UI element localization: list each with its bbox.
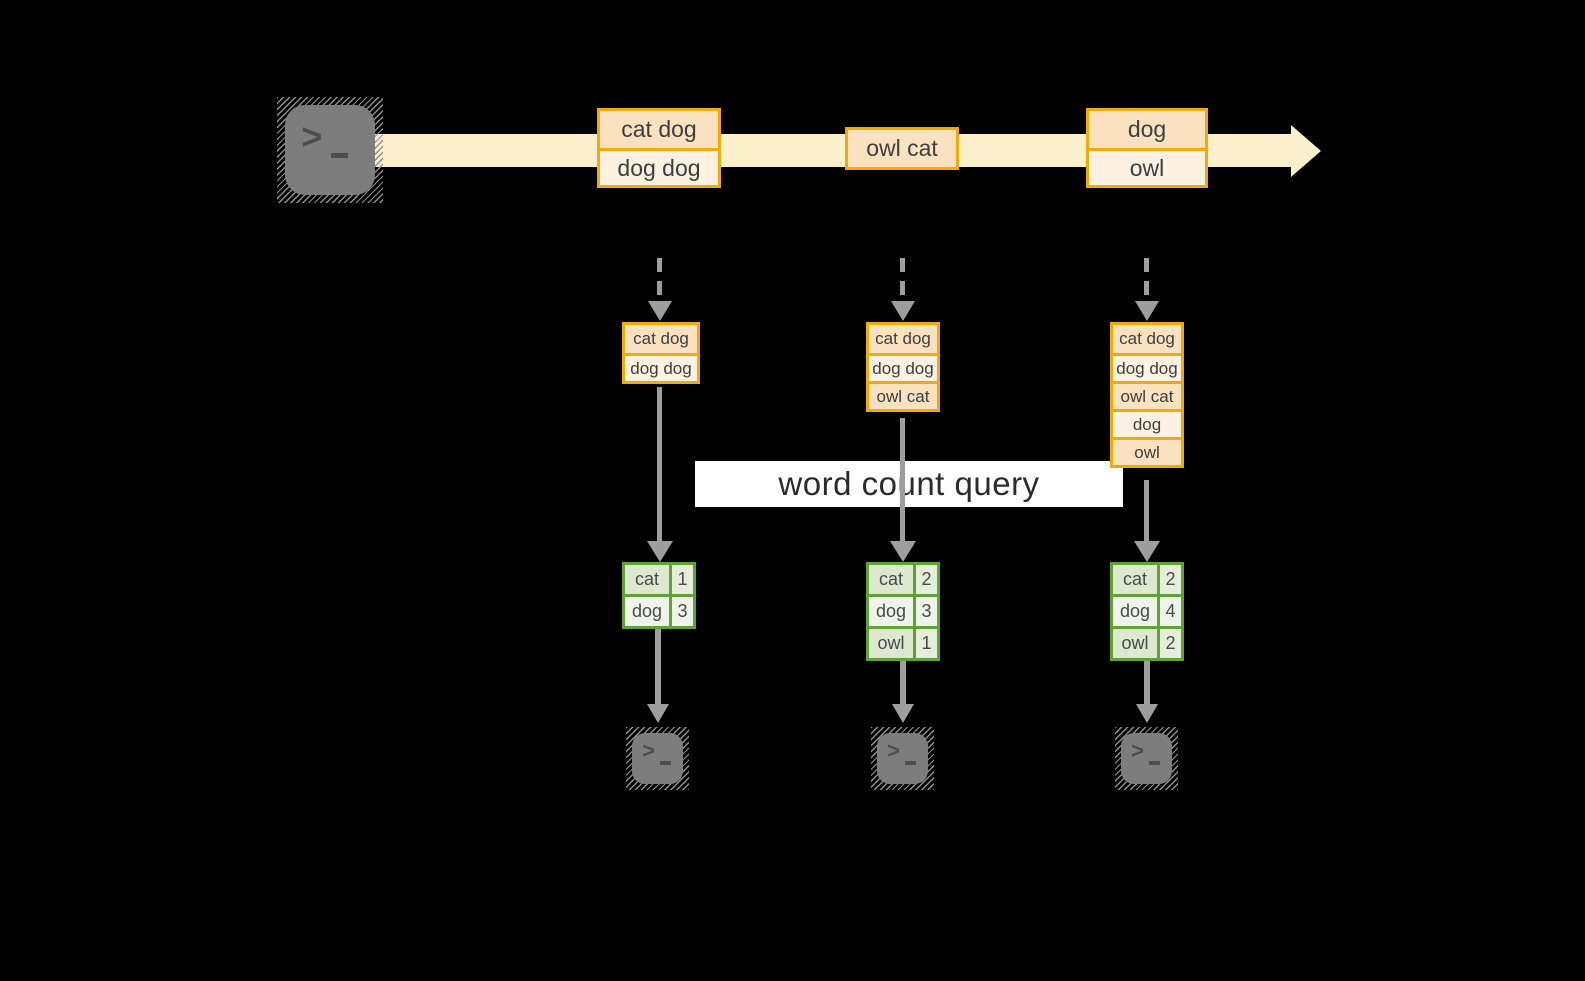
sink-terminal-icon: > [871, 727, 934, 790]
stream-batch-2: owl cat [845, 127, 959, 170]
word-cell: dog [869, 597, 913, 626]
word-cell: cat [625, 565, 669, 594]
batch-line: owl [1089, 148, 1205, 185]
source-terminal-icon: > [277, 97, 383, 203]
terminal-body: > [877, 733, 928, 784]
buffer-line: owl [1113, 437, 1181, 465]
buffer-line: cat dog [1113, 325, 1181, 353]
terminal-body: > [1121, 733, 1172, 784]
word-cell: owl [1113, 629, 1157, 658]
buffer-line: dog dog [869, 353, 937, 381]
table-row: dog 3 [869, 594, 937, 626]
sink-terminal-icon: > [1115, 727, 1178, 790]
count-cell: 2 [1157, 565, 1181, 594]
word-cell: dog [1113, 597, 1157, 626]
buffer-line: dog [1113, 409, 1181, 437]
word-cell: owl [869, 629, 913, 658]
query-arrow-line [900, 418, 905, 542]
table-row: owl 1 [869, 626, 937, 658]
sink-terminal-icon: > [626, 727, 689, 790]
batch-line: owl cat [848, 130, 956, 167]
dashed-arrow-head-icon [1135, 301, 1159, 321]
buffer-line: owl cat [1113, 381, 1181, 409]
terminal-prompt-icon: > [1131, 740, 1145, 765]
count-cell: 2 [913, 565, 937, 594]
count-cell: 1 [669, 565, 693, 594]
terminal-prompt-icon: > [642, 740, 656, 765]
sink-arrow-line [655, 629, 661, 705]
buffer-line: owl cat [869, 381, 937, 409]
dashed-arrow-line [1144, 258, 1149, 302]
dashed-arrow-line [900, 258, 905, 302]
sink-arrow-head-icon [892, 704, 914, 723]
buffer-box-3: cat dog dog dog owl cat dog owl [1110, 322, 1184, 468]
word-cell: cat [869, 565, 913, 594]
buffer-box-1: cat dog dog dog [622, 322, 700, 384]
batch-line: cat dog [600, 111, 718, 148]
query-arrow-head-icon [890, 541, 916, 562]
terminal-body: > [285, 105, 375, 195]
count-cell: 1 [913, 629, 937, 658]
stream-batch-1: cat dog dog dog [597, 108, 721, 188]
query-arrow-line [657, 387, 662, 542]
count-table-1: cat 1 dog 3 [622, 562, 696, 629]
dashed-arrow-head-icon [891, 301, 915, 321]
batch-line: dog dog [600, 148, 718, 185]
query-label: word count query [695, 461, 1123, 507]
word-cell: dog [625, 597, 669, 626]
sink-arrow-head-icon [647, 704, 669, 723]
terminal-prompt-icon: > [887, 740, 901, 765]
terminal-cursor-icon [660, 761, 671, 765]
table-row: dog 4 [1113, 594, 1181, 626]
terminal-prompt-icon: > [301, 119, 323, 160]
buffer-line: cat dog [625, 325, 697, 353]
query-arrow-head-icon [1134, 541, 1160, 562]
count-cell: 3 [913, 597, 937, 626]
query-arrow-line [1144, 480, 1149, 542]
stream-arrowhead-icon [1291, 125, 1321, 177]
buffer-line: dog dog [625, 353, 697, 381]
table-row: cat 1 [625, 565, 693, 594]
buffer-line: dog dog [1113, 353, 1181, 381]
sink-arrow-head-icon [1136, 704, 1158, 723]
sink-arrow-line [900, 661, 906, 705]
buffer-box-2: cat dog dog dog owl cat [866, 322, 940, 412]
dashed-arrow-line [657, 258, 662, 302]
count-cell: 3 [669, 597, 693, 626]
table-row: owl 2 [1113, 626, 1181, 658]
terminal-body: > [632, 733, 683, 784]
dashed-arrow-head-icon [648, 301, 672, 321]
count-cell: 2 [1157, 629, 1181, 658]
terminal-cursor-icon [331, 153, 348, 158]
count-table-3: cat 2 dog 4 owl 2 [1110, 562, 1184, 661]
table-row: dog 3 [625, 594, 693, 626]
stream-batch-3: dog owl [1086, 108, 1208, 188]
word-cell: cat [1113, 565, 1157, 594]
terminal-cursor-icon [1149, 761, 1160, 765]
batch-line: dog [1089, 111, 1205, 148]
count-cell: 4 [1157, 597, 1181, 626]
table-row: cat 2 [1113, 565, 1181, 594]
table-row: cat 2 [869, 565, 937, 594]
buffer-line: cat dog [869, 325, 937, 353]
sink-arrow-line [1144, 661, 1150, 705]
count-table-2: cat 2 dog 3 owl 1 [866, 562, 940, 661]
query-arrow-head-icon [647, 541, 673, 562]
terminal-cursor-icon [905, 761, 916, 765]
